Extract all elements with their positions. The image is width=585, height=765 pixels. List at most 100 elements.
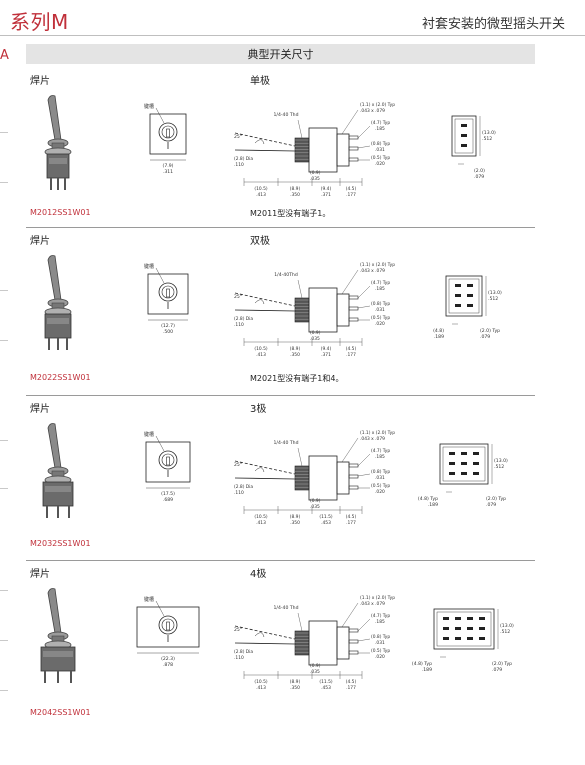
dim-08-in: .031 [375,307,385,313]
front-width-in: .878 [163,662,173,668]
edge-tick [0,290,8,291]
pole-count-label: 4极 [250,569,267,580]
end-height-mm: (13.0) [494,458,508,464]
terminal-size-in: .043 x .079 [360,108,385,114]
terminal-size-mm: (1.1) x (2.0) Typ [360,595,395,601]
dim-08-in: .031 [375,147,385,153]
pitch-in: .079 [480,334,490,340]
thread-label: 1/4-40 Thd [274,605,299,611]
end-height-in: .512 [494,464,504,470]
dim-47-in: .185 [375,454,385,460]
terminal-layout-drawing: (13.0).512(2.0).079 [451,115,496,180]
bottom-dim-mm: (4.5) [346,186,357,192]
dim-05-in: .020 [375,489,385,495]
row-separator [26,227,535,228]
dim-05-mm: (0.5) Typ [371,315,390,321]
diameter-mm: (2.8) Dia [234,649,253,655]
front-width-mm: (7.9) [163,163,174,169]
pole-count-label: 双极 [250,236,270,247]
pole-count-label: 3极 [250,404,267,415]
dim-08-mm: (0.8) Typ [371,469,390,475]
terminal-size-in: .043 x .079 [360,436,385,442]
side-view-drawing: (10.5).413(8.9).350(11.5).453(4.5).1771/… [234,595,395,691]
bottom-dim-in: .350 [290,520,300,526]
front-view-drawing: 键槽(22.3).878 [136,596,200,668]
model-note: M2011型没有端子1。 [250,209,331,218]
bottom-dim-in: .453 [321,685,331,691]
part-number: M2022SS1W01 [30,373,91,382]
end-height-mm: (13.0) [482,130,496,136]
dim-08-in: .031 [375,640,385,646]
row-separator [26,560,535,561]
banner-title: 典型开关尺寸 [247,48,314,61]
switch-photo [42,423,74,518]
bottom-dim-in: .350 [290,352,300,358]
dim-47-in: .185 [375,286,385,292]
dim-05-in: .020 [375,654,385,660]
pitch-in: .079 [474,174,484,180]
dim-47-mm: (4.7) Typ [371,120,390,126]
switch-photo [40,588,76,683]
dim-09-in: .035 [310,504,320,510]
bottom-dim-mm: (8.9) [290,186,301,192]
bottom-dim-mm: (10.5) [254,186,267,192]
row-spacing-mm: (4.8) Typ [412,661,432,667]
terminal-size-in: .043 x .079 [360,601,385,607]
dim-05-in: .020 [375,321,385,327]
side-view-drawing: (10.5).413(8.9).350(9.4).371(4.5).1771/4… [234,262,395,358]
dim-09-in: .035 [310,336,320,342]
side-view-drawing: (10.5).413(8.9).350(11.5).453(4.5).1771/… [234,430,395,526]
lever-angle-label: 25° [234,627,242,633]
diameter-mm: (2.8) Dia [234,156,253,162]
bottom-dim-in: .413 [256,520,266,526]
lever-angle-label: 25° [234,134,242,140]
end-height-mm: (13.0) [488,290,502,296]
row-spacing-in: .189 [434,334,444,340]
model-note: M2021型没有端子1和4。 [250,374,344,383]
end-height-in: .512 [500,629,510,635]
front-view-drawing: 键槽(7.9).311 [144,103,187,175]
keyway-label: 键槽 [144,596,154,603]
end-height-in: .512 [482,136,492,142]
dim-08-mm: (0.8) Typ [371,141,390,147]
dim-08-mm: (0.8) Typ [371,301,390,307]
row-spacing-mm: (4.8) Typ [418,496,438,502]
dim-09-mm: (0.9) [310,330,321,336]
part-number: M2012SS1W01 [30,208,91,217]
bottom-dim-mm: (4.5) [346,679,357,685]
thread-label: 1/4-40 Thd [274,112,299,118]
keyway-label: 键槽 [144,431,154,438]
bottom-dim-mm: (4.5) [346,514,357,520]
pitch-mm: (2.0) Typ [486,496,506,502]
thread-label: 1/4-40Thd [274,272,298,278]
diameter-mm: (2.8) Dia [234,484,253,490]
row-separator [26,395,535,396]
bottom-dim-mm: (11.5) [319,679,332,685]
bottom-dim-in: .371 [321,352,331,358]
terminal-type-label: 焊片 [30,404,50,415]
bottom-dim-in: .413 [256,352,266,358]
keyway-label: 键槽 [144,263,154,270]
terminal-size-mm: (1.1) x (2.0) Typ [360,262,395,268]
edge-tick [0,640,8,641]
end-height-mm: (13.0) [500,623,514,629]
dim-09-mm: (0.9) [310,498,321,504]
keyway-label: 键槽 [144,103,154,110]
dim-47-in: .185 [375,126,385,132]
bottom-dim-mm: (9.4) [321,346,332,352]
bottom-dim-in: .177 [346,352,356,358]
terminal-size-in: .043 x .079 [360,268,385,274]
dim-08-mm: (0.8) Typ [371,634,390,640]
terminal-size-mm: (1.1) x (2.0) Typ [360,430,395,436]
terminal-layout-drawing: (13.0).512(2.0) Typ.079(4.8) Typ.189 [412,608,514,673]
dim-09-mm: (0.9) [310,170,321,176]
bottom-dim-in: .413 [256,192,266,198]
dim-08-in: .031 [375,475,385,481]
diameter-in: .110 [234,162,244,168]
dim-05-mm: (0.5) Typ [371,648,390,654]
switch-photo [44,255,72,350]
terminal-type-label: 焊片 [30,569,50,580]
pitch-in: .079 [486,502,496,508]
front-view-drawing: 键槽(12.7).500 [144,263,189,335]
series-title: 系列M [10,10,69,34]
